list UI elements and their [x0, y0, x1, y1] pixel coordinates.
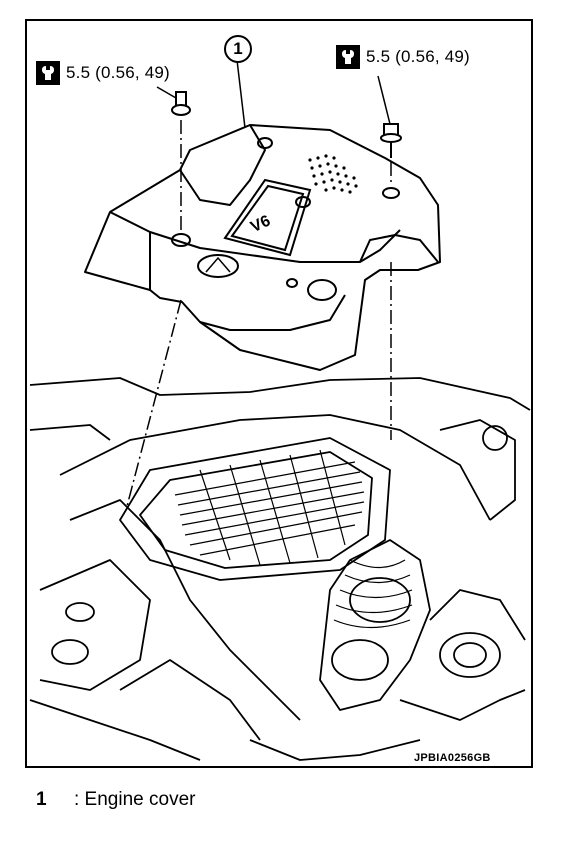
figure-code: JPBIA0256GB	[414, 752, 491, 764]
callout-number: 1	[224, 35, 252, 63]
v6-emblem-text: V6	[248, 212, 273, 236]
callout-leader	[236, 59, 246, 129]
engine-cover-diagram: V6	[25, 19, 533, 768]
vent-grille	[308, 154, 358, 194]
torque-value-right: 5.5 (0.56, 49)	[366, 47, 470, 66]
left-stud	[171, 91, 191, 116]
legend-text: : Engine cover	[74, 789, 196, 810]
figure-frame	[25, 19, 533, 768]
torque-spec-left: 5.5 (0.56, 49)	[36, 61, 170, 85]
torque-value-left: 5.5 (0.56, 49)	[66, 63, 170, 82]
engine-compartment	[29, 377, 531, 761]
brand-logo	[197, 254, 239, 278]
intake-manifold-ribs	[174, 449, 365, 566]
v6-emblem	[223, 178, 312, 257]
mounting-holes	[171, 137, 400, 301]
diagram-artwork: V6	[25, 19, 533, 768]
torque-wrench-icon	[336, 45, 360, 69]
torque-spec-right: 5.5 (0.56, 49)	[336, 45, 470, 69]
legend-item: 1 : Engine cover	[36, 789, 195, 811]
torque-wrench-icon	[36, 61, 60, 85]
right-bolt	[380, 123, 402, 158]
legend-number: 1	[36, 789, 47, 810]
alignment-lines	[125, 120, 392, 511]
intake-duct-ribs	[333, 559, 413, 629]
